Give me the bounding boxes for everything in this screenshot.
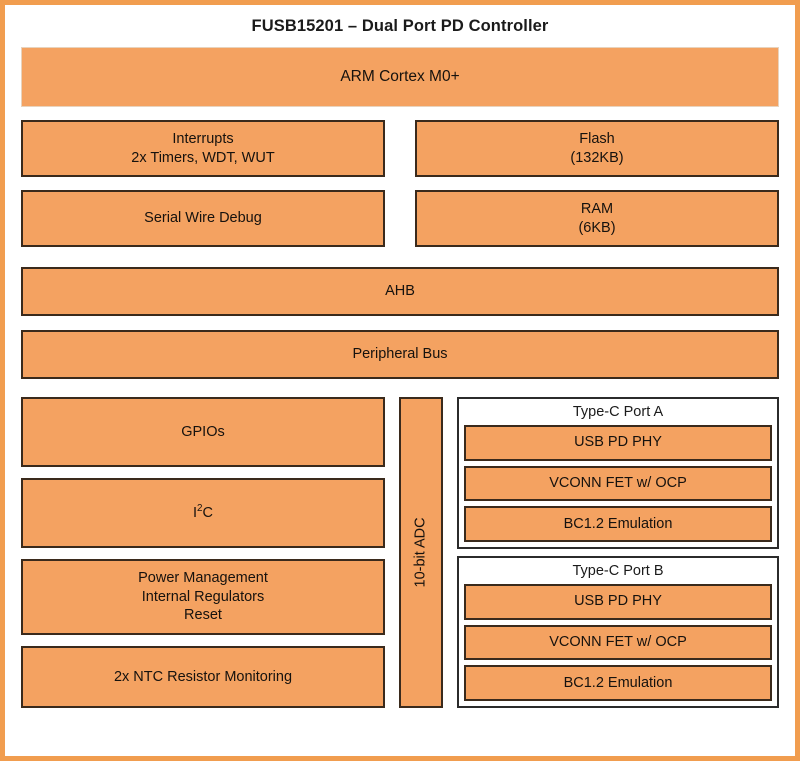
page-title: FUSB15201 – Dual Port PD Controller [251, 16, 549, 35]
row-interrupts-flash: Interrupts 2x Timers, WDT, WUT Flash (13… [21, 120, 779, 177]
typec-ports-column: Type-C Port A USB PD PHY VCONN FET w/ OC… [457, 397, 779, 708]
block-serial-wire-debug: Serial Wire Debug [21, 190, 385, 247]
block-interrupts-label-2: 2x Timers, WDT, WUT [131, 149, 275, 166]
block-ahb-bus: AHB [21, 267, 779, 316]
lower-section: GPIOs I2C Power Management Internal Regu… [21, 397, 779, 708]
group-typec-port-b: Type-C Port B USB PD PHY VCONN FET w/ OC… [457, 556, 779, 708]
block-gpios-label: GPIOs [181, 423, 225, 440]
block-port-b-bc12-emulation: BC1.2 Emulation [464, 665, 772, 701]
block-power-management-label-1: Power Management [138, 569, 268, 586]
block-peripheral-bus: Peripheral Bus [21, 330, 779, 379]
block-arm-cortex-m0-label: ARM Cortex M0+ [340, 67, 460, 85]
peripherals-column: GPIOs I2C Power Management Internal Regu… [21, 397, 385, 708]
block-ntc-resistor-monitoring: 2x NTC Resistor Monitoring [21, 646, 385, 708]
block-port-a-usb-pd-phy: USB PD PHY [464, 424, 772, 461]
block-ntc-resistor-monitoring-label: 2x NTC Resistor Monitoring [113, 668, 293, 685]
block-power-management: Power Management Internal Regulators Res… [21, 559, 385, 635]
block-port-a-bc12-emulation-label: BC1.2 Emulation [563, 515, 673, 532]
group-typec-port-a-title: Type-C Port A [572, 404, 664, 420]
block-flash: Flash (132KB) [415, 120, 779, 177]
row-swd-ram: Serial Wire Debug RAM (6KB) [21, 190, 779, 247]
block-port-b-vconn-fet-ocp: VCONN FET w/ OCP [464, 624, 772, 661]
block-10bit-adc-label: 10-bit ADC [412, 517, 429, 588]
block-ram: RAM (6KB) [415, 190, 779, 247]
block-port-a-bc12-emulation: BC1.2 Emulation [464, 506, 772, 542]
group-typec-port-b-title: Type-C Port B [572, 563, 664, 579]
block-ahb-bus-label: AHB [385, 283, 415, 300]
block-10bit-adc: 10-bit ADC [399, 397, 443, 708]
block-port-b-vconn-fet-ocp-label: VCONN FET w/ OCP [549, 634, 687, 651]
block-peripheral-bus-label: Peripheral Bus [352, 346, 448, 363]
block-ram-label-2: (6KB) [578, 219, 616, 236]
block-power-management-label-2: Internal Regulators [141, 588, 265, 605]
group-typec-port-a-items: USB PD PHY VCONN FET w/ OCP BC1.2 Emulat… [464, 424, 772, 542]
block-interrupts: Interrupts 2x Timers, WDT, WUT [21, 120, 385, 177]
block-port-a-vconn-fet-ocp-label: VCONN FET w/ OCP [549, 475, 687, 492]
adc-column: 10-bit ADC [399, 397, 443, 708]
group-typec-port-b-items: USB PD PHY VCONN FET w/ OCP BC1.2 Emulat… [464, 583, 772, 701]
block-port-b-usb-pd-phy-label: USB PD PHY [574, 593, 662, 610]
block-flash-label-1: Flash [579, 130, 615, 147]
diagram-title-bar: FUSB15201 – Dual Port PD Controller [5, 5, 795, 47]
block-power-management-label-3: Reset [184, 607, 222, 624]
diagram-canvas: ARM Cortex M0+ Interrupts 2x Timers, WDT… [5, 47, 795, 756]
block-i2c-label: I2C [193, 502, 213, 521]
block-port-b-bc12-emulation-label: BC1.2 Emulation [563, 674, 673, 691]
block-gpios: GPIOs [21, 397, 385, 467]
group-typec-port-a: Type-C Port A USB PD PHY VCONN FET w/ OC… [457, 397, 779, 549]
block-ram-label-1: RAM [580, 200, 614, 217]
block-flash-label-2: (132KB) [570, 149, 624, 166]
block-port-a-vconn-fet-ocp: VCONN FET w/ OCP [464, 465, 772, 502]
block-port-a-usb-pd-phy-label: USB PD PHY [574, 434, 662, 451]
block-port-b-usb-pd-phy: USB PD PHY [464, 583, 772, 620]
block-arm-cortex-m0: ARM Cortex M0+ [21, 47, 779, 107]
block-serial-wire-debug-label: Serial Wire Debug [144, 210, 262, 227]
block-interrupts-label-1: Interrupts [172, 130, 234, 147]
block-i2c: I2C [21, 478, 385, 548]
